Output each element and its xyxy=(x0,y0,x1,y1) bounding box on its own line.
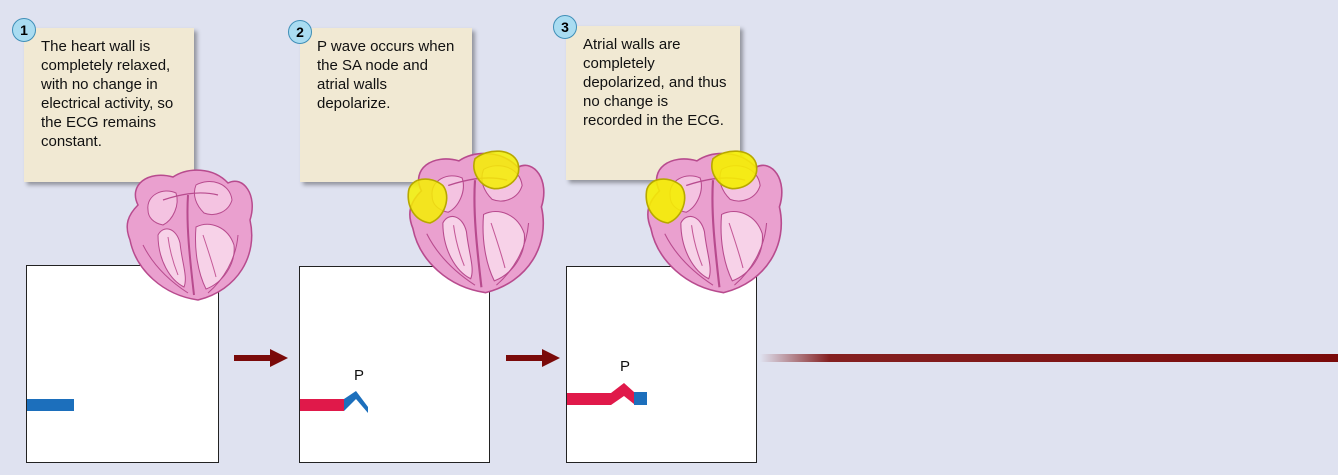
depolarized-atrium-right-2 xyxy=(473,150,520,190)
step-2-badge: 2 xyxy=(288,20,312,44)
step-1-number: 1 xyxy=(20,22,28,38)
ecg-p-wave-3 xyxy=(611,383,634,405)
heart-2 xyxy=(407,150,545,294)
p-wave-label-2: P xyxy=(354,367,365,384)
step-1-note: The heart wall is completely relaxed, wi… xyxy=(24,28,194,182)
step-2-note: P wave occurs when the SA node and atria… xyxy=(300,28,472,182)
timeline-continuation xyxy=(760,354,1338,362)
arrow-1 xyxy=(234,349,288,367)
ecg-panel-2 xyxy=(299,266,490,463)
step-2-number: 2 xyxy=(296,24,304,40)
step-1-badge: 1 xyxy=(12,18,36,42)
ecg-panel-3 xyxy=(566,266,757,463)
step-2-text: P wave occurs when the SA node and atria… xyxy=(317,38,455,112)
ecg-baseline-red-3 xyxy=(567,393,611,405)
depolarized-atrium-left-2 xyxy=(407,178,448,224)
depolarized-atrium-right-3 xyxy=(711,150,758,190)
step-3-number: 3 xyxy=(561,19,569,35)
ecg-p-wave-2 xyxy=(344,391,368,413)
p-wave-label-3: P xyxy=(620,358,631,375)
step-1-text: The heart wall is completely relaxed, wi… xyxy=(41,38,174,150)
ecg-baseline-blue-3 xyxy=(634,392,647,405)
ecg-baseline-blue-1 xyxy=(27,399,74,411)
depolarized-atrium-left-3 xyxy=(645,178,686,224)
ecg-baseline-red-2 xyxy=(300,399,344,411)
heart-3 xyxy=(645,150,783,294)
arrow-2 xyxy=(506,349,560,367)
step-3-badge: 3 xyxy=(553,15,577,39)
step-3-text: Atrial walls are completely depolarized,… xyxy=(583,36,727,129)
